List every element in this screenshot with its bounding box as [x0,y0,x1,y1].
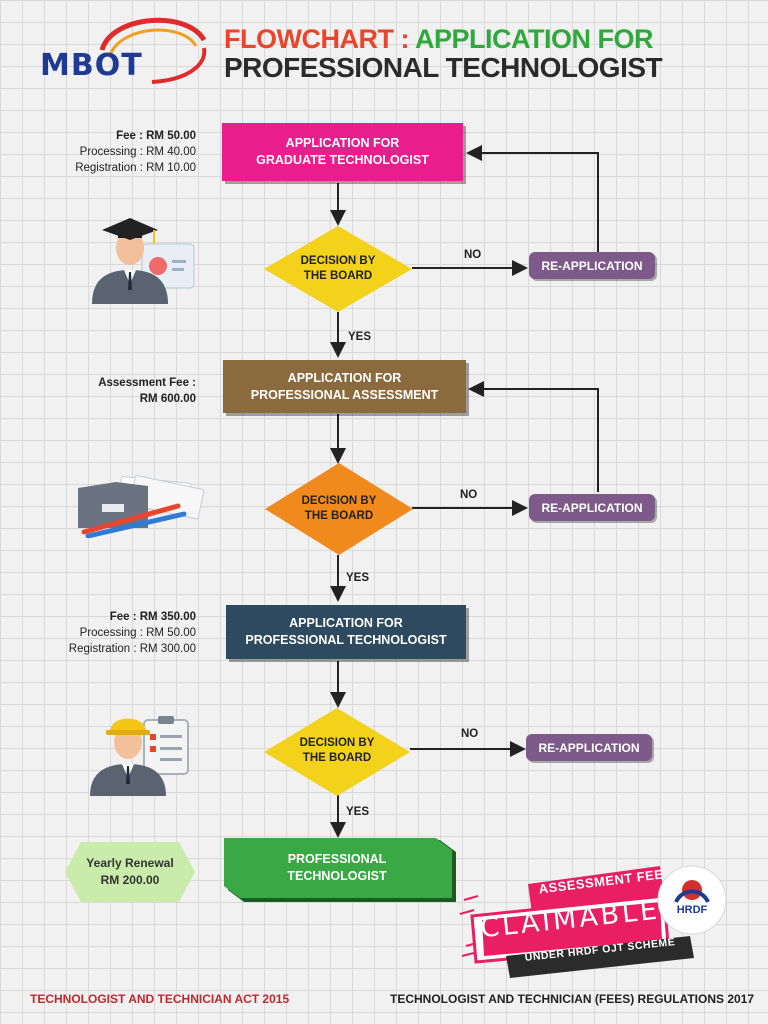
step2-box-line2: PROFESSIONAL ASSESSMENT [250,387,439,402]
decision-2-label: DECISION BY THE BOARD [288,492,390,526]
yearly-renewal-label: Yearly Renewal RM 200.00 [73,850,187,894]
decision-2-line1: DECISION BY [301,495,377,507]
step1-fee-registration: Registration : RM 10.00 [75,162,196,174]
final-box-line1: PROFESSIONAL [287,852,387,866]
title-flowchart: FLOWCHART : [224,24,415,54]
renewal-line1: Yearly Renewal [86,856,174,870]
yes-label-2: YES [346,572,370,584]
step3-fee-total: Fee : RM 350.00 [109,611,196,623]
step2-fee-amount: RM 600.00 [139,393,196,405]
decision-2-line2: THE BOARD [304,510,374,522]
step2-fee-label: Assessment Fee : [98,377,196,389]
final-box-line2: TECHNOLOGIST [287,869,387,883]
reapplication-2: RE-APPLICATION [529,494,655,521]
box-graduate-technologist: APPLICATION FOR GRADUATE TECHNOLOGIST [222,123,463,181]
step2-box-line1: APPLICATION FOR [287,370,402,385]
graduate-person-icon [92,218,195,304]
engineer-person-icon [90,716,189,796]
mbot-logo: MBOT [40,48,143,83]
renewal-line2: RM 200.00 [100,873,160,887]
decision-1-line1: DECISION BY [300,255,376,267]
folder-documents-icon [78,475,205,538]
decision-1-label: DECISION BY THE BOARD [287,252,389,286]
final-box-shape [224,838,456,902]
reapplication-1: RE-APPLICATION [529,252,655,279]
page-title: FLOWCHART : APPLICATION FOR [224,24,653,55]
page-subtitle: PROFESSIONAL TECHNOLOGIST [224,52,663,83]
step3-fees: Fee : RM 350.00 Processing : RM 50.00 Re… [6,609,196,657]
decision-diamond-3 [264,708,410,796]
step1-box-line1: APPLICATION FOR [285,136,400,150]
step3-fee-registration: Registration : RM 300.00 [68,643,196,655]
decision-3-label: DECISION BY THE BOARD [286,734,388,768]
no-label-2: NO [460,489,478,501]
title-application-for: APPLICATION FOR [414,24,654,54]
box-professional-technologist: PROFESSIONAL TECHNOLOGIST [226,840,448,896]
step1-box-line2: GRADUATE TECHNOLOGIST [256,153,429,167]
no-label-3: NO [461,728,479,740]
footer-act: TECHNOLOGIST AND TECHNICIAN ACT 2015 [30,992,290,1006]
logo-swoosh-icon [99,17,207,84]
step1-fee-processing: Processing : RM 40.00 [79,146,196,158]
footer-regulations: TECHNOLOGIST AND TECHNICIAN (FEES) REGUL… [390,992,755,1006]
decision-diamond-2 [265,463,413,555]
decision-1-line2: THE BOARD [303,270,373,282]
hrdf-claimable-badge [459,865,727,978]
step2-fees: Assessment Fee : RM 600.00 [6,375,196,407]
renewal-hexagon [65,842,195,902]
hrdf-logo-text: HRDF [676,904,708,916]
step3-box-line1: APPLICATION FOR [289,616,403,630]
decision-3-line1: DECISION BY [299,737,375,749]
decision-3-line2: THE BOARD [302,752,372,764]
yes-label-3: YES [346,806,370,818]
decision-diamond-1 [264,226,412,312]
box-professional-assessment: APPLICATION FOR PROFESSIONAL ASSESSMENT [223,360,466,413]
no-label-1: NO [464,249,482,261]
step1-fees: Fee : RM 50.00 Processing : RM 40.00 Reg… [6,128,196,176]
box-professional-technologist-application: APPLICATION FOR PROFESSIONAL TECHNOLOGIST [226,605,466,659]
step1-fee-total: Fee : RM 50.00 [116,130,196,142]
step3-box-line2: PROFESSIONAL TECHNOLOGIST [245,633,447,647]
reapplication-3: RE-APPLICATION [526,734,652,761]
yes-label-1: YES [348,331,372,343]
step3-fee-processing: Processing : RM 50.00 [79,627,196,639]
